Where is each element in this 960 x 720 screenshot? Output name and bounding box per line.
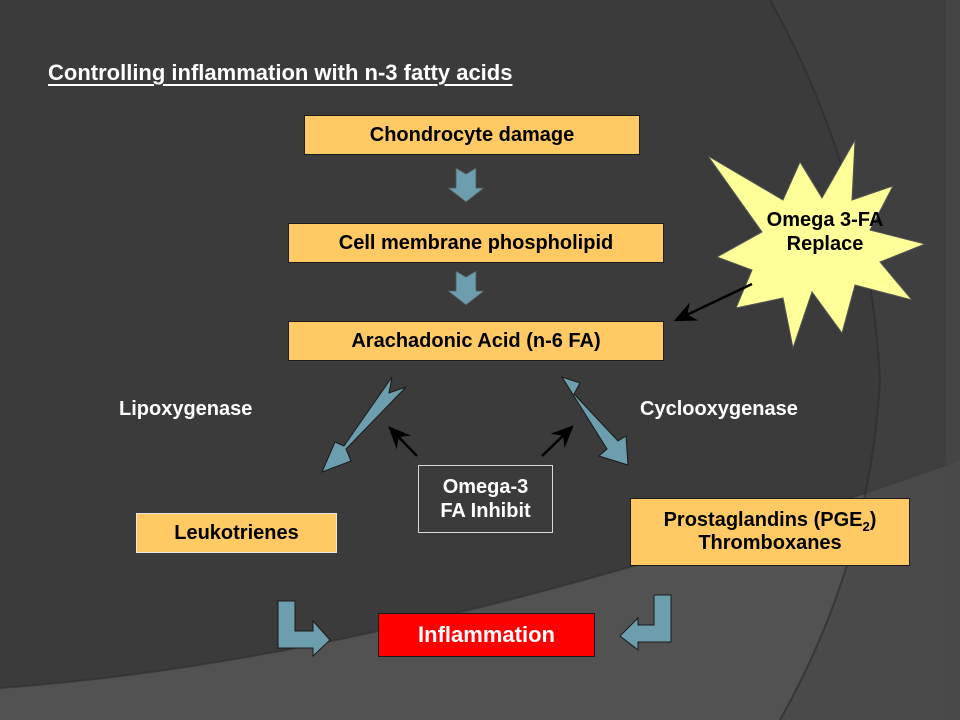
prostaglandins-close: ) <box>869 509 877 531</box>
omega3-inhibit-box: Omega-3 FA Inhibit <box>418 465 553 533</box>
prostaglandins-subscript: 2 <box>862 519 870 534</box>
omega3-inhibit-line2: FA Inhibit <box>440 500 531 522</box>
cell-membrane-box: Cell membrane phospholipid <box>288 223 664 263</box>
prostaglandins-text: Prostaglandins (PGE <box>663 509 863 531</box>
chondrocyte-damage-box: Chondrocyte damage <box>304 115 640 155</box>
lipoxygenase-label: Lipoxygenase <box>119 398 253 420</box>
chondrocyte-damage-label: Chondrocyte damage <box>369 123 575 146</box>
leukotrienes-box: Leukotrienes <box>136 513 337 553</box>
arachidonic-acid-box: Arachadonic Acid (n-6 FA) <box>288 321 664 361</box>
thromboxanes-label: Thromboxanes <box>698 532 842 554</box>
omega3-inhibit-line1: Omega-3 <box>442 476 529 498</box>
cell-membrane-label: Cell membrane phospholipid <box>338 231 614 254</box>
prostaglandins-box: Prostaglandins (PGE2) Thromboxanes <box>630 498 910 566</box>
cyclooxygenase-label: Cyclooxygenase <box>640 398 798 420</box>
bottom-curve-band <box>0 460 960 720</box>
leukotrienes-label: Leukotrienes <box>174 521 299 544</box>
slide-title: Controlling inflammation with n-3 fatty … <box>48 60 513 85</box>
inflammation-box: Inflammation <box>378 613 595 657</box>
prostaglandins-label: Prostaglandins (PGE2) <box>663 509 877 534</box>
omega3-replace-text: Omega 3-FA Replace <box>740 208 910 256</box>
arachidonic-acid-label: Arachadonic Acid (n-6 FA) <box>351 329 601 352</box>
inflammation-label: Inflammation <box>418 622 555 647</box>
omega3-replace-line2: Replace <box>786 233 864 255</box>
omega3-replace-line1: Omega 3-FA <box>766 209 884 231</box>
